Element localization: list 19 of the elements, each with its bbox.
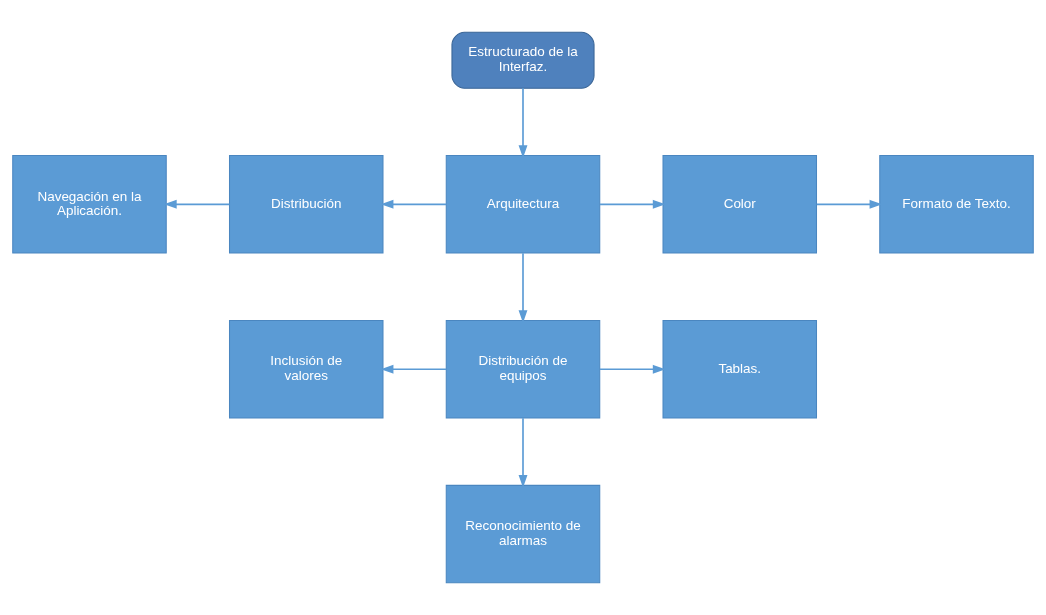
node-box: Distribución [229, 155, 384, 254]
arrow [518, 252, 528, 323]
node-box: Estructurado de la Interfaz. [451, 31, 595, 89]
node-box: Inclusión de valores [229, 319, 384, 419]
node-box: Distribución de equipos [445, 319, 601, 419]
arrow [380, 199, 448, 209]
node-box: Arquitectura [445, 155, 601, 254]
arrow [599, 199, 666, 209]
node-box: Tablas. [662, 319, 817, 419]
arrow [164, 199, 231, 209]
arrow [518, 417, 528, 488]
arrow [518, 87, 528, 158]
node-box: Navegación en la Aplicación. [12, 155, 167, 254]
node-box: Formato de Texto. [879, 155, 1034, 254]
node-box: Color [662, 155, 817, 254]
arrow [599, 364, 666, 374]
arrow [380, 364, 448, 374]
arrow [815, 199, 883, 209]
node-box: Reconocimiento de alarmas [445, 484, 601, 584]
